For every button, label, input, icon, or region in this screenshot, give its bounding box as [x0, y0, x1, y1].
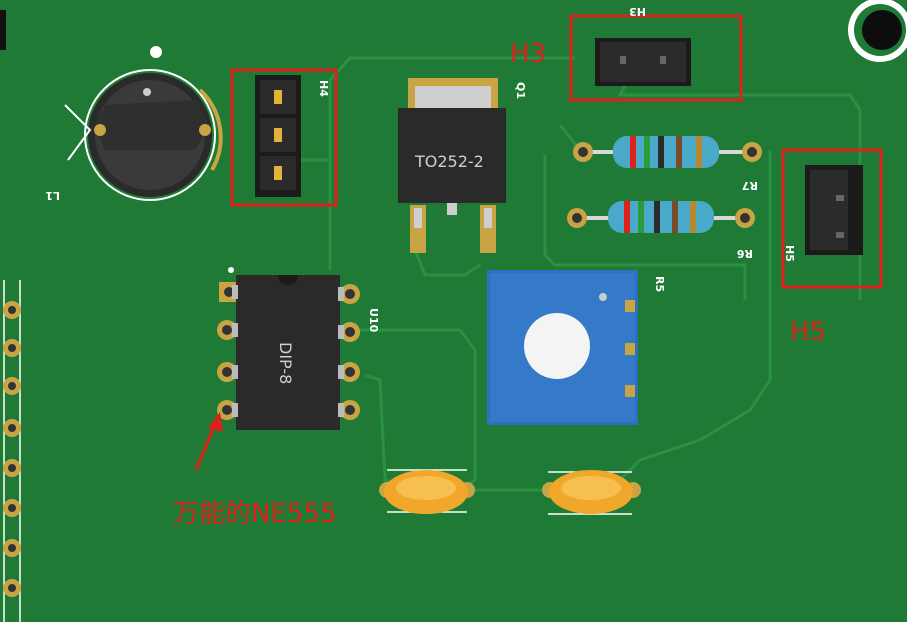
label-u10: U10	[367, 308, 380, 333]
resistor-r7	[573, 136, 762, 168]
label-r5: R5	[653, 276, 666, 292]
mounting-hole	[848, 0, 907, 62]
annotation-ne555: 万能的NE555	[173, 499, 337, 529]
resistor-r6	[567, 201, 755, 233]
header-h3	[569, 14, 743, 102]
q1-package-label: TO252-2	[414, 152, 484, 171]
transistor-q1: TO252-2	[398, 78, 506, 253]
capacitor-right	[542, 470, 641, 515]
label-q1: Q1	[514, 82, 527, 99]
label-h3-silk: H3	[629, 5, 646, 18]
label-r7: R7	[742, 179, 758, 192]
label-h5-silk: H5	[783, 245, 796, 262]
top-left-corner-part	[0, 10, 6, 50]
ic-u10: DIP-8	[217, 267, 360, 430]
potentiometer-r5	[487, 270, 638, 425]
label-r6: R6	[737, 247, 753, 260]
u10-package-label: DIP-8	[276, 342, 295, 384]
annotation-arrow	[194, 412, 223, 471]
label-l1: L1	[45, 189, 60, 202]
left-header-pins	[0, 280, 21, 622]
capacitor-left	[379, 469, 475, 514]
annotation-h5: H5	[790, 317, 826, 347]
annotation-h3: H3	[510, 39, 546, 69]
header-h4	[230, 68, 338, 207]
header-h5	[781, 148, 883, 289]
label-h4: H4	[317, 80, 330, 97]
buzzer-l1	[64, 46, 223, 201]
